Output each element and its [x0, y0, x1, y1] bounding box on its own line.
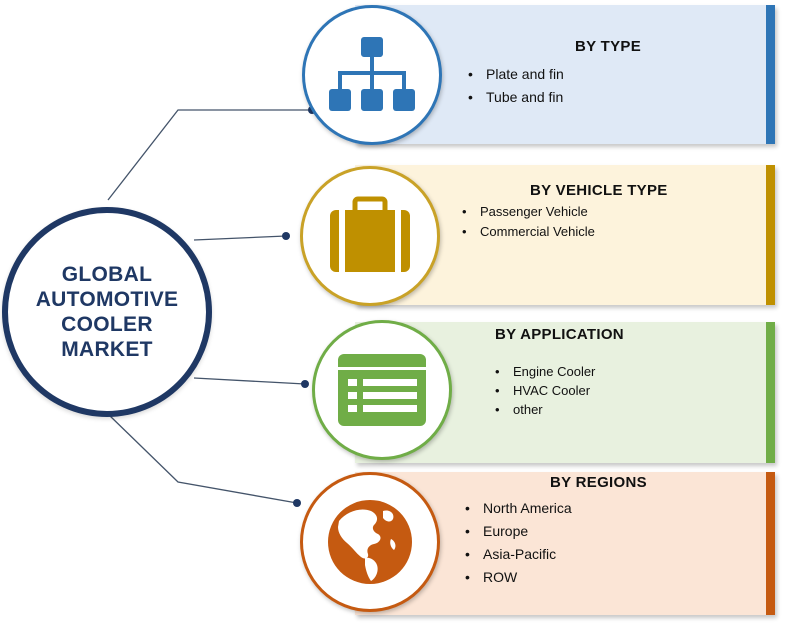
segment-item: HVAC Cooler	[495, 381, 595, 400]
connector-dot-vehicle	[282, 232, 290, 240]
segment-item: other	[495, 400, 595, 419]
market-title-line: AUTOMOTIVE	[35, 288, 179, 311]
segment-item: Europe	[465, 520, 572, 543]
segment-item-list: Engine Cooler HVAC Cooler other	[495, 362, 595, 419]
segment-icon-circle-regions	[300, 472, 440, 612]
market-title-line: MARKET	[61, 338, 153, 361]
segment-item: Tube and fin	[468, 86, 564, 109]
segment-title: BY VEHICLE TYPE	[530, 182, 668, 199]
segment-title: BY TYPE	[575, 38, 642, 55]
connector-dot-application	[301, 380, 309, 388]
connector-line-vehicle	[193, 235, 287, 241]
segment-icon-circle-application	[312, 320, 452, 460]
market-title-line: COOLER	[61, 313, 153, 336]
hierarchy-icon	[329, 37, 415, 111]
segment-icon-circle-vehicle	[300, 166, 440, 306]
market-title: GLOBAL AUTOMOTIVE COOLER MARKET	[27, 262, 187, 362]
market-hub-circle: GLOBAL AUTOMOTIVE COOLER MARKET	[2, 207, 212, 417]
connector-line-regions	[107, 413, 298, 504]
connector-dot-regions	[293, 499, 301, 507]
connector-line-application	[193, 377, 306, 385]
segment-title: BY REGIONS	[550, 474, 647, 491]
segment-item: Passenger Vehicle	[462, 202, 595, 222]
segment-item: Plate and fin	[468, 63, 564, 86]
connector-line-type	[107, 109, 312, 201]
segment-item: North America	[465, 497, 572, 520]
globe-icon	[328, 500, 412, 584]
segment-item-list: Passenger Vehicle Commercial Vehicle	[462, 202, 595, 242]
segment-item: Engine Cooler	[495, 362, 595, 381]
segment-icon-circle-type	[302, 5, 442, 145]
segment-title: BY APPLICATION	[495, 326, 624, 343]
segment-item-list: Plate and fin Tube and fin	[468, 63, 564, 109]
segment-item: Commercial Vehicle	[462, 222, 595, 242]
market-title-line: GLOBAL	[61, 263, 153, 286]
segment-item-list: North America Europe Asia-Pacific ROW	[465, 497, 572, 589]
segment-item: Asia-Pacific	[465, 543, 572, 566]
segment-item: ROW	[465, 566, 572, 589]
list-window-icon	[338, 354, 426, 426]
briefcase-icon	[330, 196, 410, 272]
